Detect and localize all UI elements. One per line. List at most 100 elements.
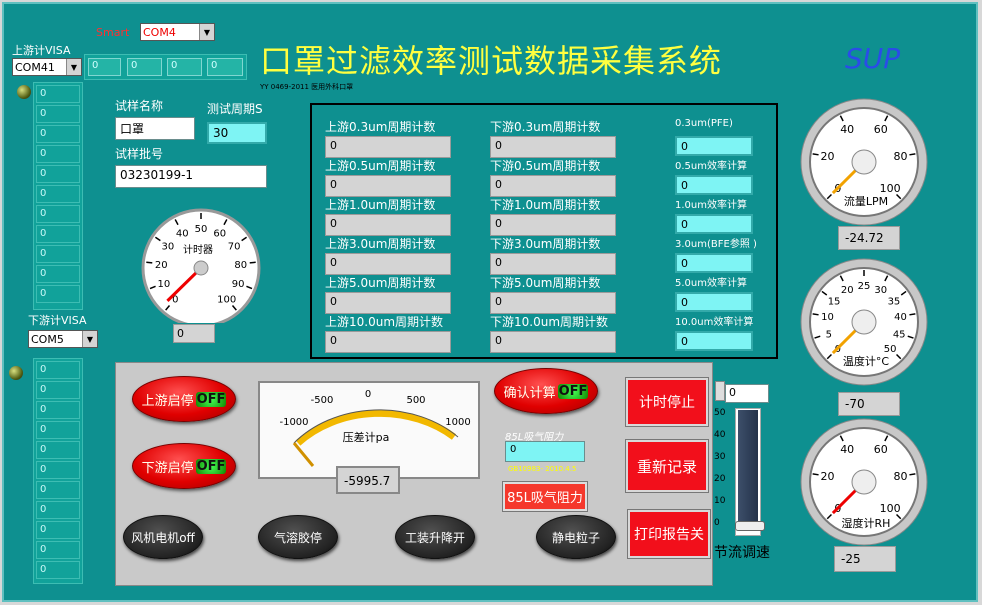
chevron-down-icon[interactable]: ▼ (82, 331, 97, 347)
upstream-top-array: 0 0 0 0 (84, 54, 247, 80)
off-indicator: OFF (195, 458, 227, 474)
test-period-field[interactable]: 30 (207, 122, 267, 144)
re-record-button[interactable]: 重新记录 (625, 439, 709, 493)
gauge-tick (246, 285, 253, 290)
throttle-stepper[interactable] (715, 381, 725, 401)
upstream-count-field[interactable]: 0 (325, 175, 451, 197)
fixture-button[interactable]: 工装升降开 (395, 515, 475, 559)
downstream-array-cell[interactable]: 0 (36, 401, 80, 419)
static-button[interactable]: 静电粒子 (536, 515, 616, 559)
upstream-array-cell[interactable]: 0 (36, 105, 80, 123)
upstream-count-field[interactable]: 0 (325, 214, 451, 236)
downstream-count-field[interactable]: 0 (490, 292, 616, 314)
downstream-toggle-label: 下游启停 (141, 460, 194, 476)
downstream-count-field[interactable]: 0 (490, 214, 616, 236)
efficiency-count-field[interactable]: 0 (675, 292, 753, 312)
downstream-count-label: 下游0.5um周期计数 (490, 159, 601, 173)
timer-stop-button[interactable]: 计时停止 (625, 377, 709, 427)
upstream-array-cell[interactable]: 0 (36, 285, 80, 303)
standard-note: YY 0469-2011 医用外科口罩 (260, 83, 354, 91)
upstream-array-cell[interactable]: 0 (36, 185, 80, 203)
upstream-array-cell[interactable]: 0 (36, 125, 80, 143)
gauge-tick-label: 25 (858, 281, 871, 292)
upstream-count-field[interactable]: 0 (325, 331, 451, 353)
upstream-array-value: 0 (40, 208, 47, 219)
gauge-tick-label: 50 (884, 344, 897, 355)
downstream-array-cell[interactable]: 0 (36, 541, 80, 559)
downstream-array-cell[interactable]: 0 (36, 561, 80, 579)
downstream-count-field[interactable]: 0 (490, 331, 616, 353)
gauge-tick-label: 40 (176, 229, 189, 240)
chevron-down-icon[interactable]: ▼ (66, 59, 81, 75)
upstream-top-field[interactable]: 0 (88, 58, 121, 76)
gauge-tick (154, 236, 161, 242)
logo: SUP (845, 42, 901, 75)
downstream-array-cell[interactable]: 0 (36, 461, 80, 479)
upstream-count-field[interactable]: 0 (325, 292, 451, 314)
upstream-visa-select[interactable]: COM41 ▼ (12, 58, 82, 76)
downstream-array-cell[interactable]: 0 (36, 421, 80, 439)
downstream-array-cell[interactable]: 0 (36, 521, 80, 539)
upstream-array-value: 0 (40, 128, 47, 139)
upstream-top-field[interactable]: 0 (167, 58, 202, 76)
throttle-slider[interactable] (735, 521, 765, 531)
upstream-count-field[interactable]: 0 (325, 253, 451, 275)
efficiency-count-label: 0.3um(PFE) (675, 118, 733, 129)
efficiency-count-field[interactable]: 0 (675, 253, 753, 273)
gauge-tick (812, 313, 819, 316)
timer-gauge-label: 计时器 (183, 243, 213, 256)
smart-port-select[interactable]: COM4 ▼ (140, 23, 215, 41)
upstream-array-cell[interactable]: 0 (36, 245, 80, 263)
print-report-button[interactable]: 打印报告关 (627, 509, 711, 559)
smart-port-value: COM4 (143, 25, 176, 39)
downstream-array-value: 0 (40, 564, 47, 575)
downstream-array-cell[interactable]: 0 (36, 381, 80, 399)
upstream-array-cell[interactable]: 0 (36, 145, 80, 163)
downstream-array-value: 0 (40, 424, 47, 435)
static-label: 静电粒子 (551, 530, 600, 545)
upstream-array-cell[interactable]: 0 (36, 225, 80, 243)
chevron-down-icon[interactable]: ▼ (199, 24, 214, 40)
efficiency-count-field[interactable]: 0 (675, 214, 753, 234)
sample-batch-field[interactable]: 03230199-1 (115, 165, 267, 188)
gauge-tick (814, 335, 821, 339)
aerosol-button[interactable]: 气溶胶停 (258, 515, 338, 559)
downstream-visa-select[interactable]: COM5 ▼ (28, 330, 98, 348)
downstream-count-field[interactable]: 0 (490, 253, 616, 275)
test-period-label: 测试周期S (207, 102, 263, 116)
downstream-array-cell[interactable]: 0 (36, 501, 80, 519)
resistance-button[interactable]: 85L吸气阻力 (502, 481, 588, 512)
downstream-array-cell[interactable]: 0 (36, 481, 80, 499)
downstream-array-cell[interactable]: 0 (36, 361, 80, 379)
efficiency-count-field[interactable]: 0 (675, 136, 753, 156)
gauge-tick-label: 10 (821, 312, 834, 323)
downstream-array-cell[interactable]: 0 (36, 441, 80, 459)
fan-motor-button[interactable]: 风机电机off (123, 515, 203, 559)
efficiency-count-field[interactable]: 0 (675, 175, 753, 195)
upstream-top-field[interactable]: 0 (207, 58, 243, 76)
efficiency-count-field[interactable]: 0 (675, 331, 753, 351)
upstream-array-cell[interactable]: 0 (36, 205, 80, 223)
upstream-count-label: 上游10.0um周期计数 (325, 315, 444, 329)
resistance-field[interactable]: 0 (505, 441, 585, 462)
gauge-tick (826, 513, 833, 520)
sample-name-field[interactable]: 口罩 (115, 117, 195, 140)
flow-gauge-label: 流量LPM (844, 194, 888, 208)
upstream-array-cell[interactable]: 0 (36, 85, 80, 103)
upstream-array-cell[interactable]: 0 (36, 265, 80, 283)
pressure-needle (292, 442, 315, 467)
upstream-toggle-label: 上游启停 (141, 393, 194, 409)
upstream-count-field[interactable]: 0 (325, 136, 451, 158)
upstream-array-cell[interactable]: 0 (36, 165, 80, 183)
gauge-tick (174, 219, 179, 226)
downstream-array-value: 0 (40, 404, 47, 415)
throttle-value[interactable]: 0 (725, 384, 769, 403)
upstream-top-field[interactable]: 0 (127, 58, 162, 76)
downstream-count-field[interactable]: 0 (490, 136, 616, 158)
downstream-count-field[interactable]: 0 (490, 175, 616, 197)
